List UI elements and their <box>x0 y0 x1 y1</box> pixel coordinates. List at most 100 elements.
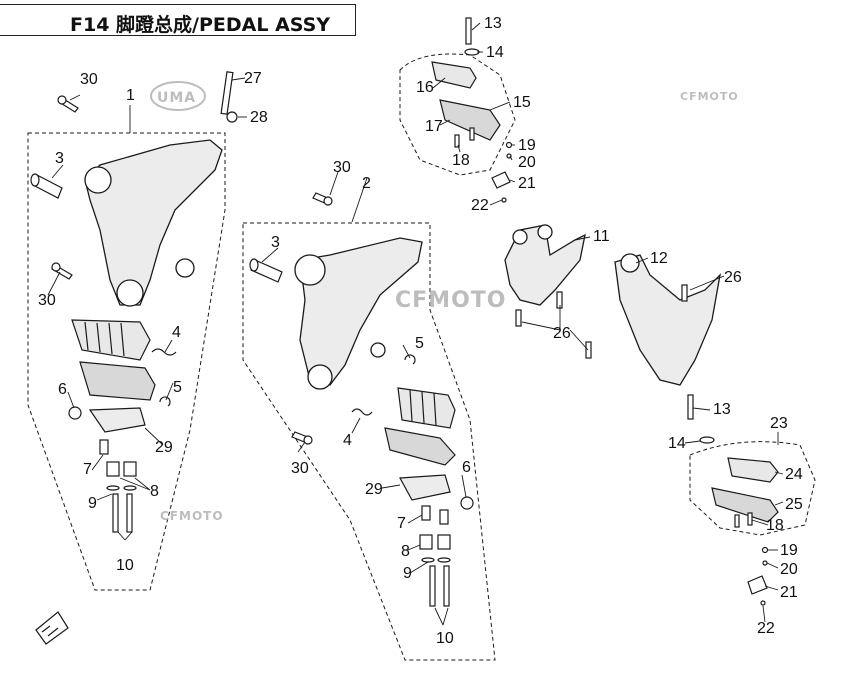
pin-3-left <box>30 173 63 199</box>
label-13-right: 13 <box>713 401 731 418</box>
label-20-right: 20 <box>780 561 798 578</box>
detent-parts-right <box>734 512 769 606</box>
pin-13-top <box>465 17 472 45</box>
label-12: 12 <box>650 250 668 267</box>
label-8-left: 8 <box>150 483 159 500</box>
label-4-left: 4 <box>172 324 181 341</box>
bolts-26 <box>515 284 688 359</box>
passenger-peg-body-25 <box>711 487 779 523</box>
label-5-left: 5 <box>173 379 182 396</box>
footrest-bracket-right <box>294 237 423 390</box>
label-24: 24 <box>785 466 803 483</box>
label-30-top-left: 30 <box>80 71 98 88</box>
washer-14-right <box>699 436 715 444</box>
cfmoto-watermark-left: CFMOTO <box>160 509 224 523</box>
label-3-left: 3 <box>55 150 64 167</box>
label-19-right: 19 <box>780 542 798 559</box>
label-5-right: 5 <box>415 335 424 352</box>
footpeg-body-left <box>79 361 156 401</box>
front-direction-icon <box>35 611 69 645</box>
footpeg-rubber-right <box>397 387 456 429</box>
bolt-30-right-bottom <box>291 431 313 445</box>
washer-14-top <box>464 48 480 56</box>
leader-lines <box>47 22 784 626</box>
passenger-bracket-11 <box>504 224 586 306</box>
clip-5-left <box>159 396 171 407</box>
label-7-left: 7 <box>83 461 92 478</box>
label-4-right: 4 <box>343 432 352 449</box>
label-14-right: 14 <box>668 435 686 452</box>
damper-parts-right <box>419 505 451 607</box>
label-7-right: 7 <box>397 515 406 532</box>
group-outline-right-footrest <box>242 222 496 661</box>
detent-parts-top <box>454 127 513 203</box>
label-29-right: 29 <box>365 481 383 498</box>
label-30-right-top: 30 <box>333 159 351 176</box>
passenger-peg-body-17 <box>439 99 501 141</box>
diagram-title: F14 脚蹬总成/PEDAL ASSY <box>70 14 331 36</box>
uma-watermark: UMA <box>150 81 206 111</box>
footrest-bracket-left <box>84 139 223 307</box>
footpeg-plate-29-left <box>88 407 146 433</box>
group-outline-top-passenger-peg <box>399 53 516 176</box>
callout-labels: 1 2 3 3 4 4 5 5 6 6 7 7 8 8 9 9 10 10 11… <box>38 15 803 647</box>
footpeg-body-right <box>384 427 456 466</box>
label-2: 2 <box>362 175 371 192</box>
bolt-27 <box>220 71 234 115</box>
svg-text:UMA: UMA <box>157 90 196 106</box>
nut-6-right <box>460 496 474 510</box>
nut-28 <box>226 111 238 123</box>
footpeg-rubber-left <box>71 319 151 361</box>
label-29-left: 29 <box>155 439 173 456</box>
passenger-bracket-12 <box>614 253 722 386</box>
label-18-right: 18 <box>766 517 784 534</box>
cfmoto-watermark-top: CFMOTO <box>680 90 739 103</box>
label-10-right: 10 <box>436 630 454 647</box>
clip-5-right <box>404 354 416 365</box>
bolt-30-top-left <box>57 95 79 113</box>
label-19-top: 19 <box>518 137 536 154</box>
label-9-left: 9 <box>88 495 97 512</box>
label-11: 11 <box>593 228 610 245</box>
label-6-right: 6 <box>462 459 471 476</box>
label-30-mid-left: 30 <box>38 292 56 309</box>
spring-4-left <box>151 348 177 356</box>
label-25: 25 <box>785 496 803 513</box>
label-21-top: 21 <box>518 175 536 192</box>
passenger-peg-rubber-24 <box>727 457 779 483</box>
bolt-30-mid-left <box>51 262 73 280</box>
label-6-left: 6 <box>58 381 67 398</box>
label-15: 15 <box>513 94 531 111</box>
pin-3-right <box>249 258 283 283</box>
bolt-30-right-top <box>312 192 333 206</box>
footpeg-plate-29-right <box>399 474 451 501</box>
label-17: 17 <box>425 118 443 135</box>
label-10-left: 10 <box>116 557 134 574</box>
damper-parts-left <box>99 439 137 533</box>
label-9-right: 9 <box>403 565 412 582</box>
label-13-top: 13 <box>484 15 502 32</box>
label-22-top: 22 <box>471 197 489 214</box>
group-outline-right-passenger-peg <box>689 441 816 536</box>
pin-13-right <box>687 394 694 420</box>
label-23: 23 <box>770 415 788 432</box>
label-27: 27 <box>244 70 262 87</box>
nut-6-left <box>68 406 82 420</box>
title-box: F14 脚蹬总成/PEDAL ASSY <box>0 4 356 36</box>
label-21-right: 21 <box>780 584 798 601</box>
passenger-peg-rubber-16 <box>431 61 477 89</box>
spring-4-right <box>351 408 373 416</box>
label-28: 28 <box>250 109 268 126</box>
label-1: 1 <box>126 87 135 104</box>
label-14-top: 14 <box>486 44 504 61</box>
label-8-right: 8 <box>401 543 410 560</box>
label-26-right: 26 <box>724 269 742 286</box>
label-30-right-bottom: 30 <box>291 460 309 477</box>
label-26-center: 26 <box>553 325 571 342</box>
label-18-top: 18 <box>452 152 470 169</box>
label-3-right: 3 <box>271 234 280 251</box>
cfmoto-watermark-center: CFMOTO <box>395 288 506 313</box>
label-22-right: 22 <box>757 620 775 637</box>
label-20-top: 20 <box>518 154 536 171</box>
